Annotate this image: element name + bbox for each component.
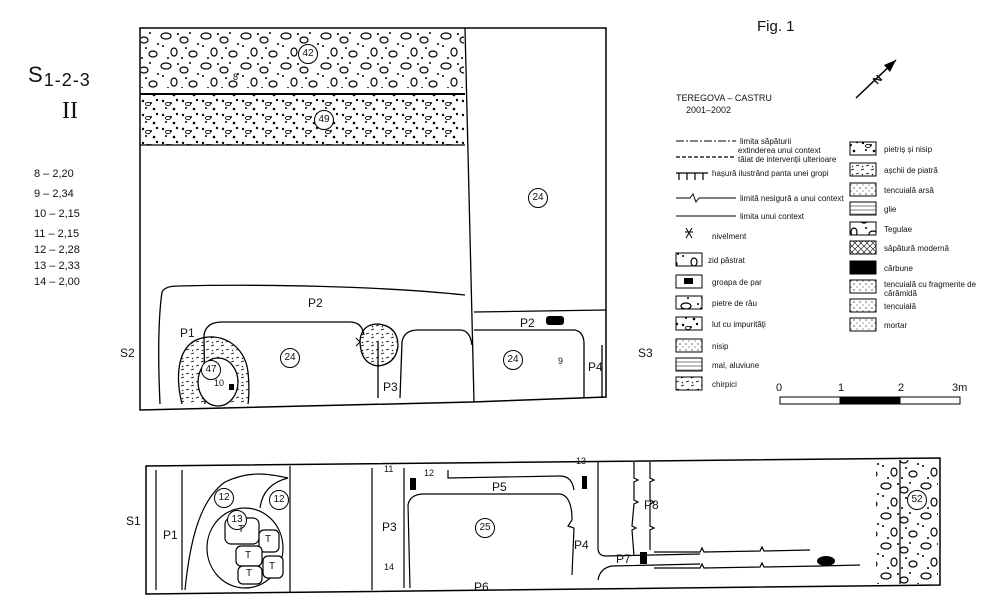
- pit-label: P4: [588, 360, 603, 374]
- level-marker: 12: [424, 468, 435, 478]
- legend-label: tencuială arsă: [884, 186, 934, 195]
- level-entry: 11 – 2,15: [34, 228, 80, 240]
- level-marker: 11: [384, 464, 394, 474]
- context-label: 13: [227, 510, 247, 530]
- section-label: S1: [126, 514, 141, 528]
- scale-bar: [779, 396, 961, 405]
- pit-label: P1: [163, 528, 178, 542]
- pit-label: P2: [308, 296, 323, 310]
- legend-swatches: [675, 140, 877, 391]
- legend-label: hașură ilustrând panta unei gropi: [712, 169, 829, 178]
- context-label: 12: [269, 490, 289, 510]
- pit-label: P3: [383, 380, 398, 394]
- legend-label: extinderea unui context tăiat de interve…: [738, 146, 837, 164]
- level-entry: 8 – 2,20: [34, 168, 74, 180]
- context-label: 52: [907, 490, 927, 510]
- plan-top: [139, 27, 607, 411]
- tegula-label: T: [245, 550, 252, 561]
- tegula-label: T: [265, 534, 272, 545]
- pit-label: P2: [520, 316, 535, 330]
- legend-label: pietre de râu: [712, 299, 757, 308]
- legend-label: limită nesigură a unui context: [740, 194, 844, 203]
- scale-tick: 3m: [952, 382, 968, 394]
- legend-label: lut cu impurități: [712, 320, 766, 329]
- pit-label: P8: [644, 498, 659, 512]
- context-label: 49: [314, 110, 334, 130]
- legend-label: Tegulae: [884, 225, 913, 234]
- tegula-label: T: [238, 524, 245, 535]
- legend-label: nivelment: [712, 232, 747, 241]
- legend-label: nisip: [712, 342, 729, 351]
- level-entry: 14 – 2,00: [34, 276, 80, 288]
- legend-label: zid păstrat: [708, 256, 745, 265]
- legend-label: limita săpăturii: [740, 137, 792, 146]
- level-marker: 10: [214, 378, 225, 388]
- north-arrow-icon: [855, 59, 897, 99]
- context-label: 12: [214, 488, 234, 508]
- level-entry: 9 – 2,34: [34, 188, 74, 200]
- level-entry: 12 – 2,28: [34, 244, 80, 256]
- legend-label: groapa de par: [712, 278, 762, 287]
- legend-label: limita unui context: [740, 212, 805, 221]
- phase-label: II: [62, 98, 78, 124]
- legend-label: tencuială: [884, 302, 917, 311]
- scale-tick: 2: [898, 382, 905, 394]
- context-label: 25: [475, 518, 495, 538]
- legend-label: așchii de piatră: [884, 166, 938, 175]
- level-marker: 8: [233, 72, 239, 82]
- section-label: S3: [638, 346, 653, 360]
- tegula-label: T: [246, 568, 253, 579]
- figure-label: Fig. 1: [757, 18, 795, 35]
- pit-label: P4: [574, 538, 589, 552]
- level-entry: 10 – 2,15: [34, 208, 80, 220]
- section-title: S1-2-3: [28, 62, 91, 90]
- pit-label: P3: [382, 520, 397, 534]
- level-marker: 13: [576, 456, 587, 466]
- level-marker: 9: [558, 356, 564, 366]
- legend-label: chirpici: [712, 380, 737, 389]
- level-marker: 14: [384, 562, 395, 572]
- context-label: 24: [528, 188, 548, 208]
- context-label: 24: [503, 350, 523, 370]
- legend-label: tencuială cu fragmente de cărămidă: [884, 280, 977, 298]
- context-label: 47: [201, 360, 221, 380]
- site-title: TEREGOVA – CASTRU 2001–2002: [676, 93, 772, 115]
- context-label: 24: [280, 348, 300, 368]
- scale-tick: 0: [776, 382, 783, 394]
- scale-tick: 1: [838, 382, 845, 394]
- tegula-label: T: [269, 561, 276, 572]
- pit-label: P5: [492, 480, 507, 494]
- pit-label: P7: [616, 552, 631, 566]
- context-label: 42: [298, 44, 318, 64]
- plan-bottom: [145, 457, 941, 595]
- level-entry: 13 – 2,33: [34, 260, 80, 272]
- legend-label: mal, aluviune: [712, 361, 760, 370]
- legend-label: pietriș și nisip: [884, 145, 933, 154]
- pit-label: P1: [180, 326, 195, 340]
- legend-label: mortar: [884, 321, 908, 330]
- legend-label: glie: [884, 205, 897, 214]
- section-label: S2: [120, 346, 135, 360]
- legend-label: săpătură modernă: [884, 244, 949, 253]
- legend-label: cărbune: [884, 264, 913, 273]
- pit-label: P6: [474, 580, 489, 594]
